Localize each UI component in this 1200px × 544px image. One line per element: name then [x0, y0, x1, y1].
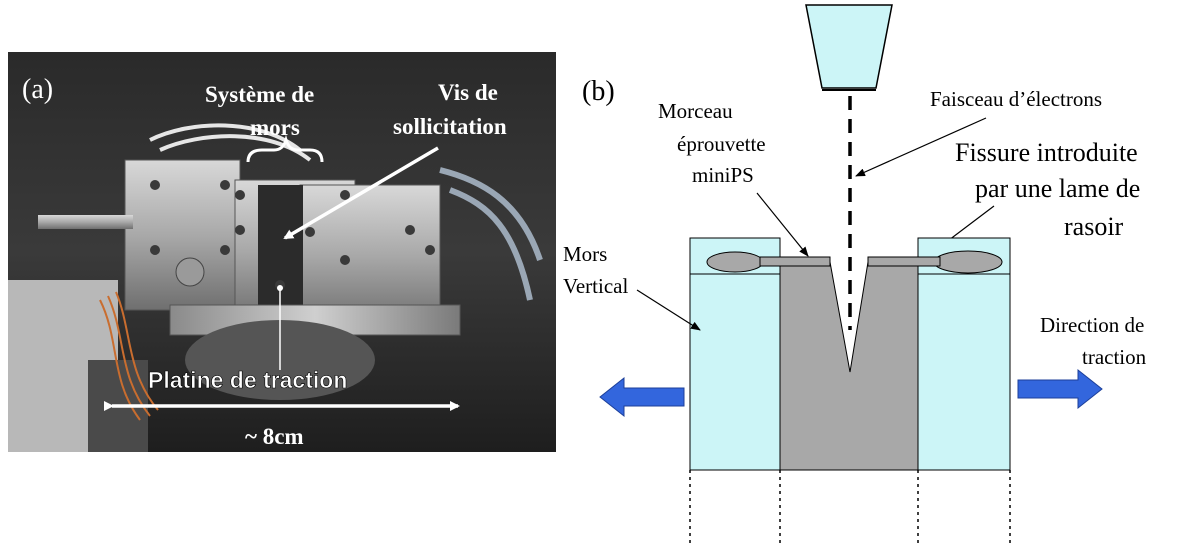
specimen-label-line1: Morceau [658, 99, 733, 123]
beam-label: Faisceau d’électrons [930, 87, 1102, 111]
photo-knob [175, 257, 205, 287]
specimen-label-line3: miniPS [692, 163, 754, 187]
left-grip-oval [706, 251, 764, 273]
panel-b-diagram: (b) Morceau éprouvette miniPS Faisceau d… [563, 4, 1147, 544]
traction-arrow-right [1017, 368, 1103, 410]
jaw-extension-lines [689, 470, 1011, 544]
callout-screw-line2: sollicitation [393, 114, 507, 139]
photo-screws [150, 180, 435, 290]
photo-rod [38, 215, 133, 229]
stage-pointer-dot [277, 285, 283, 291]
right-jaw [917, 237, 1011, 471]
photo-stage-right-block [299, 184, 441, 326]
scale-label: ~ 8cm [245, 424, 304, 449]
callout-screw-line1: Vis de [438, 80, 498, 105]
specimen-label-leader [756, 192, 809, 257]
callout-jaws-line2: mors [250, 115, 300, 140]
strip-overlay-left [759, 256, 831, 267]
direction-label-line2: traction [1082, 345, 1147, 369]
crack-label-line1: Fissure introduite [955, 138, 1138, 167]
callout-jaws-line1: Système de [205, 82, 314, 107]
strip-overlay-right [867, 256, 941, 267]
direction-label-line1: Direction de [1040, 313, 1144, 337]
left-jaw [689, 237, 781, 471]
crack-label-line3: rasoir [1064, 212, 1124, 241]
crack-label-line2: par une lame de [975, 174, 1140, 203]
traction-arrow-left [599, 376, 685, 418]
beam-source [805, 4, 893, 89]
jaw-label-line2: Vertical [563, 274, 628, 298]
panel-a-label: (a) [22, 74, 53, 105]
jaw-label-leader [636, 289, 701, 331]
photo-right-cables [439, 167, 543, 301]
panel-a-photo: (a) Système de mors Vis de sollicitation… [8, 52, 556, 452]
right-grip-oval [933, 250, 1003, 274]
stage-label: Platine de traction [148, 367, 347, 393]
callout-screw-arrow [283, 146, 439, 240]
panel-b-label: (b) [582, 76, 615, 107]
callout-jaws-brace [246, 134, 324, 163]
beam-label-leader [855, 117, 987, 177]
specimen-label-line2: éprouvette [677, 132, 766, 156]
jaw-label-line1: Mors [563, 242, 607, 266]
